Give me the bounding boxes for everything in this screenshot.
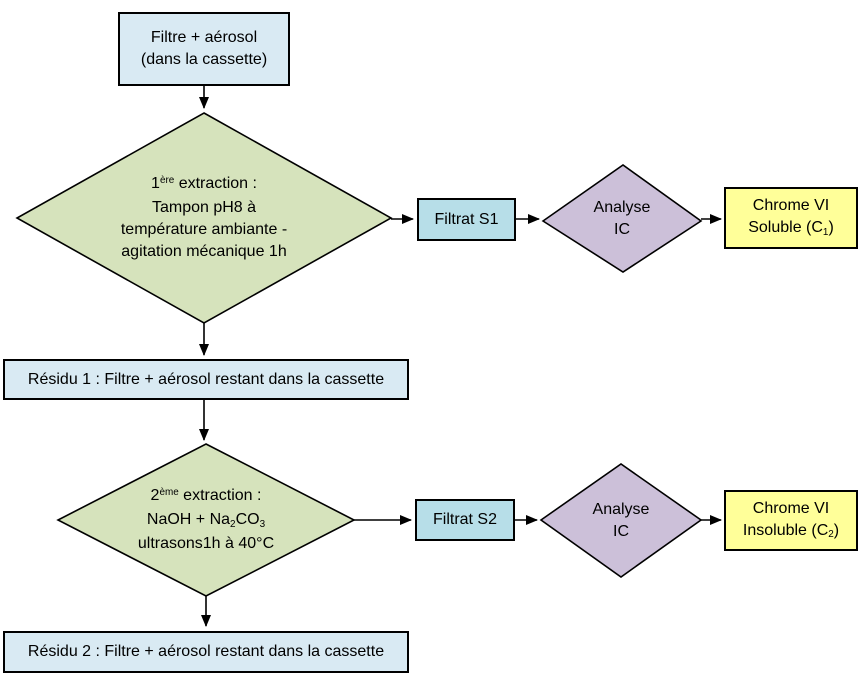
analyse-ic-2-diamond: [539, 463, 703, 578]
extraction2-diamond: [56, 443, 356, 597]
filtrat-s2-box: Filtrat S2: [415, 499, 515, 541]
residu1-label: Résidu 1 : Filtre + aérosol restant dans…: [27, 370, 385, 388]
start-box-line1: Filtre + aérosol: [150, 29, 258, 46]
extraction1-diamond: [15, 112, 393, 324]
chrome-soluble-line2: Soluble (C1): [748, 219, 834, 238]
start-box-line2: (dans la cassette): [140, 51, 268, 68]
analyse-ic-1-diamond: [541, 164, 703, 273]
residu2-box: Résidu 2 : Filtre + aérosol restant dans…: [3, 631, 409, 673]
chrome-soluble-box: Chrome VI Soluble (C1): [724, 187, 858, 249]
residu1-box: Résidu 1 : Filtre + aérosol restant dans…: [3, 359, 409, 400]
start-box: Filtre + aérosol (dans la cassette): [118, 12, 290, 86]
chrome-insoluble-line2: Insoluble (C2): [742, 521, 840, 541]
chrome-insoluble-box: Chrome VI Insoluble (C2): [724, 490, 858, 551]
chrome-insoluble-line1: Chrome VI: [752, 499, 830, 517]
filtrat-s1-box: Filtrat S1: [417, 198, 516, 241]
filtrat-s2-label: Filtrat S2: [432, 511, 497, 528]
chrome-soluble-line1: Chrome VI: [752, 197, 830, 214]
residu2-label: Résidu 2 : Filtre + aérosol restant dans…: [27, 643, 385, 660]
filtrat-s1-label: Filtrat S1: [434, 210, 499, 228]
